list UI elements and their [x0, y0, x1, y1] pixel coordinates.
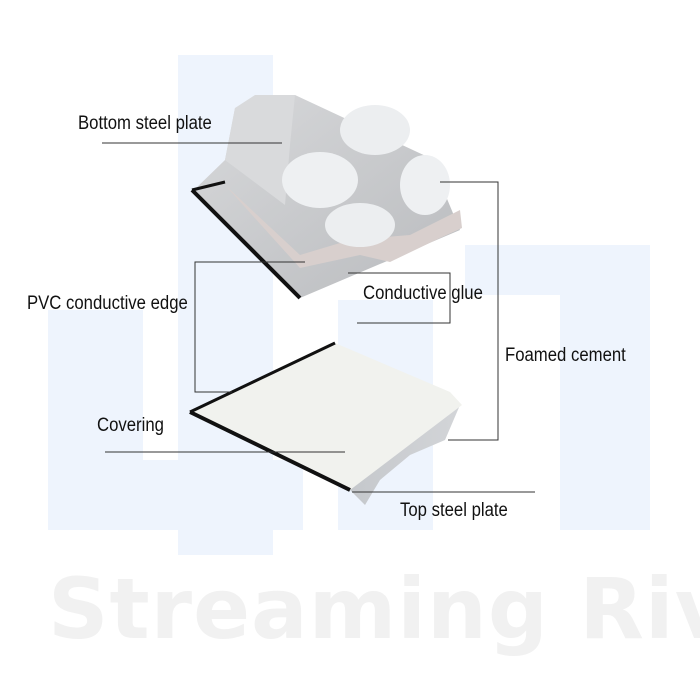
leader-lines — [102, 142, 535, 493]
label-top-steel-plate: Top steel plate — [400, 500, 508, 521]
watermark-text: Streaming River — [48, 560, 700, 658]
top-steel-plate-shape — [189, 341, 462, 505]
covering-edge-mark — [189, 410, 351, 492]
label-covering: Covering — [97, 415, 164, 436]
watermark-block — [143, 460, 303, 530]
label-conductive-glue: Conductive glue — [363, 283, 483, 304]
pvc-edge-mark — [190, 188, 302, 300]
label-pvc-conductive-edge: PVC conductive edge — [27, 293, 188, 314]
label-foamed-cement: Foamed cement — [505, 345, 626, 366]
watermark-block — [560, 245, 650, 530]
watermark-block — [48, 310, 143, 530]
bottom-steel-plate-shape — [190, 95, 462, 300]
label-bottom-steel-plate: Bottom steel plate — [78, 113, 212, 134]
